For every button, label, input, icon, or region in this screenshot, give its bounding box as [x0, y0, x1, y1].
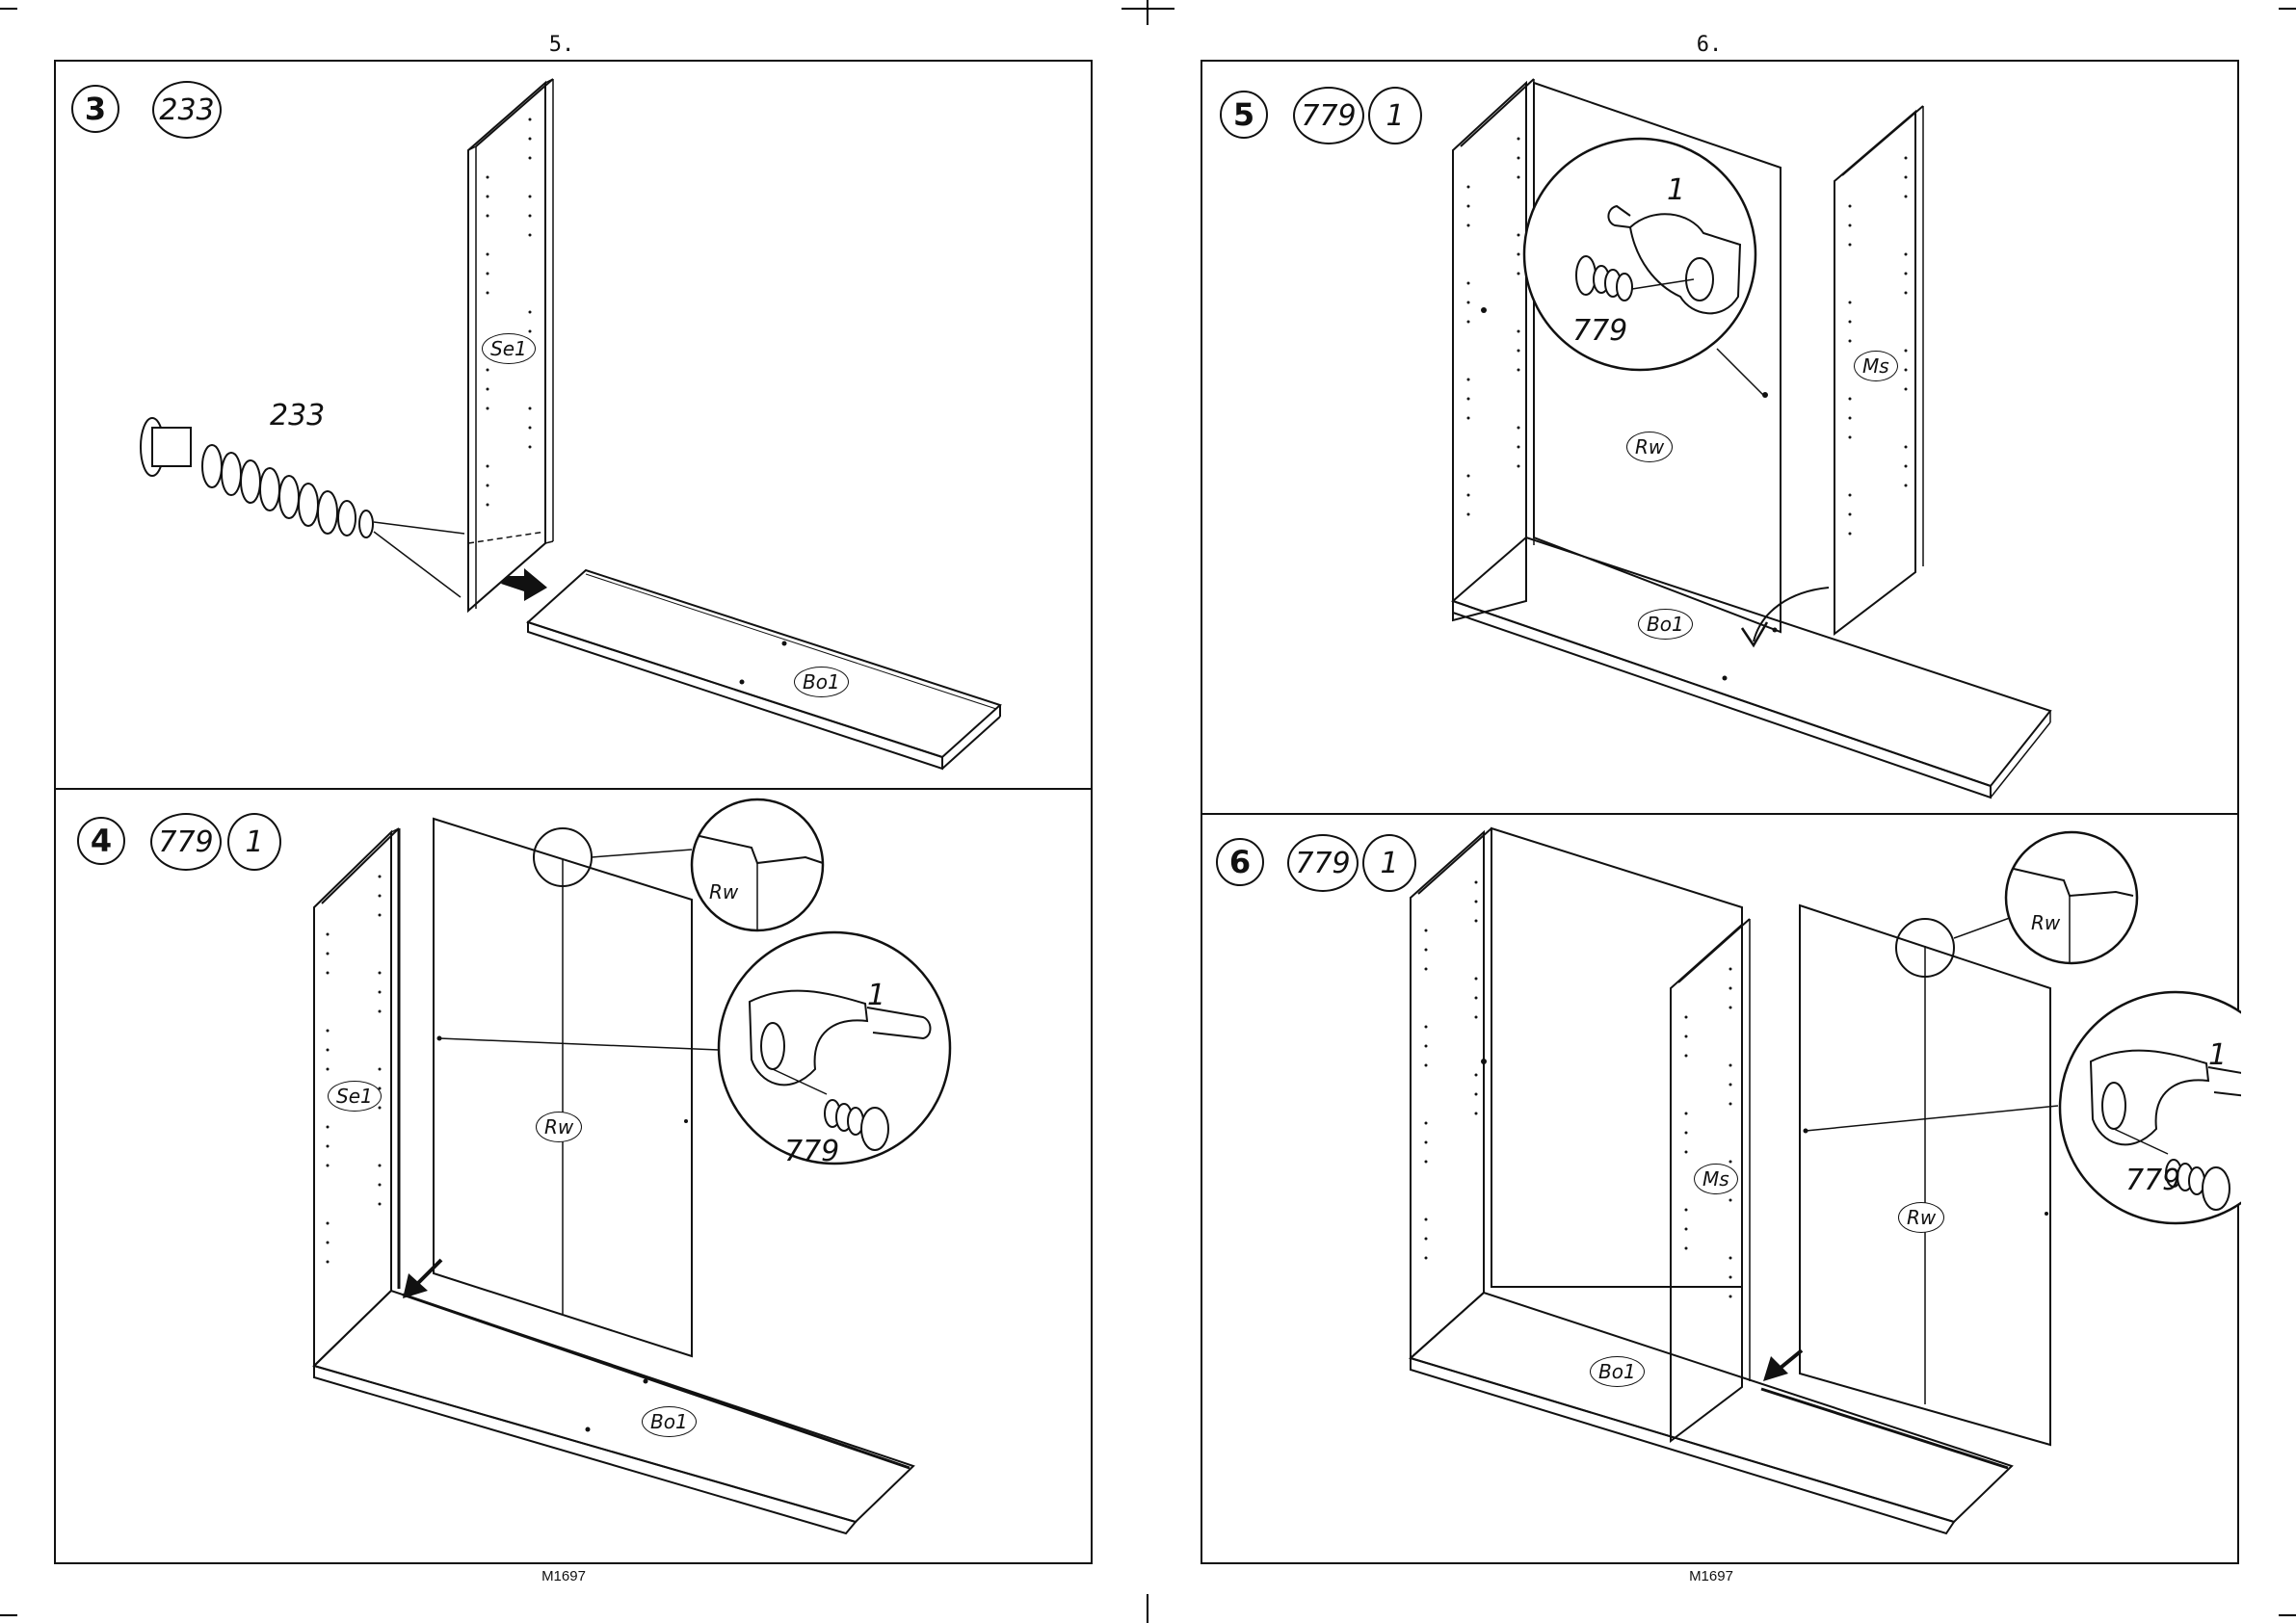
side-panel-label: Se1 — [482, 333, 536, 364]
part-number-badge: 233 — [152, 81, 222, 139]
document-code: M1697 — [1663, 1568, 1759, 1584]
screw-number-label: 233 — [270, 399, 325, 432]
part-number-badge: 779 — [1287, 834, 1359, 892]
detail-rw-label: Rw — [709, 880, 738, 903]
back-panel-label: Rw — [1626, 432, 1673, 462]
clip-number-label: 1 — [1667, 173, 1685, 207]
instruction-panel-step-4: 4 779 1 Se1 Rw Bo1 Rw 1 779 — [54, 788, 1093, 1564]
part-number-badge: 779 — [1293, 87, 1364, 144]
part-number-badge: 779 — [150, 813, 222, 871]
page-right: 6. — [1148, 0, 2296, 1623]
part-number-badge: 1 — [1368, 87, 1422, 144]
screw-number-label: 779 — [1572, 314, 1627, 348]
page-number: 6. — [1690, 33, 1729, 57]
step-number: 4 — [77, 817, 125, 865]
step-4-illustration — [56, 790, 1095, 1566]
step-5-illustration — [1202, 62, 2241, 817]
step-3-illustration — [56, 62, 1095, 792]
instruction-panel-step-6: 6 779 1 Ms Rw Bo1 Rw 1 779 — [1201, 813, 2239, 1564]
bottom-board-label: Bo1 — [642, 1406, 697, 1437]
middle-panel-label: Ms — [1694, 1164, 1738, 1194]
step-number: 5 — [1220, 91, 1268, 139]
side-panel-label: Se1 — [328, 1081, 382, 1112]
step-number: 3 — [71, 85, 119, 133]
page-number: 5. — [542, 33, 581, 57]
detail-rw-label: Rw — [2031, 911, 2060, 934]
step-number: 6 — [1216, 838, 1264, 886]
document-code: M1697 — [515, 1568, 612, 1584]
clip-number-label: 1 — [867, 979, 885, 1012]
back-panel-label: Rw — [536, 1112, 582, 1142]
instruction-panel-step-5: 5 779 1 Ms Rw Bo1 1 779 — [1201, 60, 2239, 815]
part-number-badge: 1 — [227, 813, 281, 871]
part-number-badge: 1 — [1362, 834, 1416, 892]
middle-panel-label: Ms — [1854, 351, 1898, 381]
clip-number-label: 1 — [2208, 1038, 2227, 1072]
screw-number-label: 779 — [784, 1135, 839, 1168]
bottom-board-label: Bo1 — [1638, 609, 1693, 640]
bottom-board-label: Bo1 — [1590, 1356, 1645, 1387]
page-left: 5. — [0, 0, 1148, 1623]
screw-number-label: 779 — [2125, 1164, 2180, 1197]
back-panel-label: Rw — [1898, 1202, 1944, 1233]
instruction-panel-step-3: 3 233 233 Se1 Bo1 — [54, 60, 1093, 790]
bottom-board-label: Bo1 — [794, 667, 849, 697]
